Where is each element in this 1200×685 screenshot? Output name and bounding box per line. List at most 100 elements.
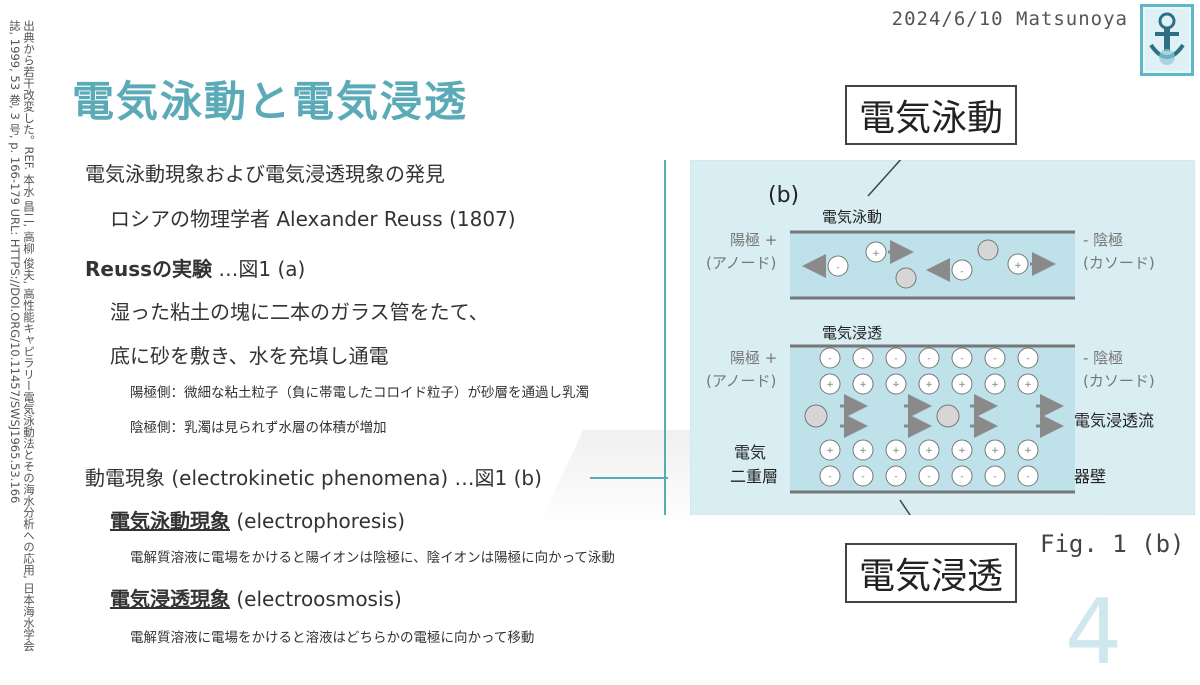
ion-circle <box>885 347 907 369</box>
minus-sign: - <box>993 354 996 364</box>
plus-sign: + <box>958 380 966 390</box>
date-author: 2024/6/10 Matsunoya <box>891 8 1128 30</box>
minus-sign: - <box>1026 472 1029 482</box>
plus-sign: + <box>859 380 867 390</box>
eo-particles: -------++++++++++++++------- <box>804 347 1064 487</box>
text-line-8: 動電現象 (electrokinetic phenomena) …図1 (b) <box>85 466 542 490</box>
plus-sign: + <box>1024 380 1032 390</box>
ion-circle <box>951 373 973 395</box>
double-layer-label-2: 二重層 <box>730 467 778 486</box>
figure-caption: Fig. 1 (b) <box>1040 530 1185 558</box>
plus-sign: + <box>991 380 999 390</box>
cathode-label-2: - 陰極 <box>1083 349 1123 367</box>
ion-circle <box>885 439 907 461</box>
label-b: (b) <box>768 183 799 208</box>
ep-particles: - + - + <box>802 239 1056 289</box>
ion-circle <box>1017 439 1039 461</box>
callout-electroosmosis: 電気浸透 <box>845 543 1018 603</box>
source-citation: 出典から若干改変した。REF. 本水 昌二, 高柳 俊夫, 高性能キャピラリー電… <box>8 20 36 652</box>
plus-sign: + <box>991 446 999 456</box>
plus-sign: + <box>826 380 834 390</box>
ion-circle <box>918 347 940 369</box>
callout-pointer-top <box>867 160 902 197</box>
ion-circle <box>918 465 940 487</box>
double-layer-label-1: 電気 <box>734 443 766 462</box>
plus-sign: + <box>958 446 966 456</box>
ion-circle <box>951 439 973 461</box>
plus-sign: + <box>872 249 880 259</box>
ion-circle <box>819 439 841 461</box>
page-number: 4 <box>1065 580 1123 685</box>
text-line-9: 電気泳動現象 (electrophoresis) <box>110 505 405 534</box>
text-line-12: 電解質溶液に電場をかけると溶液はどちらかの電極に向かって移動 <box>130 630 535 646</box>
text-line-7: 陰極側：乳濁は見られず水層の体積が増加 <box>130 420 387 436</box>
minus-sign: - <box>828 472 831 482</box>
electroosmosis-en: (electroosmosis) <box>230 587 402 611</box>
minus-sign: - <box>960 472 963 482</box>
minus-sign: - <box>960 267 963 277</box>
anode-label-1: 陽極 + <box>730 231 777 249</box>
ion-circle <box>885 373 907 395</box>
callout-electrophoresis: 電気泳動 <box>845 85 1018 145</box>
page-title: 電気泳動と電気浸透 <box>72 77 469 126</box>
plus-sign: + <box>859 446 867 456</box>
anode-label-2: 陽極 + <box>730 349 777 367</box>
ion-circle <box>984 465 1006 487</box>
minus-sign: - <box>894 354 897 364</box>
plus-sign: + <box>826 446 834 456</box>
plus-sign: + <box>925 446 933 456</box>
text-line-5: 底に砂を敷き、水を充填し通電 <box>110 344 389 368</box>
ion-circle <box>1017 347 1039 369</box>
anode-kana-2: (アノード) <box>706 372 776 390</box>
ion-circle <box>1017 465 1039 487</box>
neutral-particle <box>936 404 960 428</box>
ion-circle <box>984 347 1006 369</box>
ion-circle <box>852 465 874 487</box>
cathode-kana-2: (カソード) <box>1083 372 1155 390</box>
text-line-2: ロシアの物理学者 Alexander Reuss (1807) <box>110 207 516 231</box>
ion-circle <box>819 347 841 369</box>
text-line-10: 電解質溶液に電場をかけると陽イオンは陰極に、陰イオンは陽極に向かって泳動 <box>130 550 615 566</box>
ion-circle <box>1017 373 1039 395</box>
ion-circle <box>819 465 841 487</box>
text-line-3: Reussの実験 …図1 (a) <box>85 253 305 282</box>
ion-circle <box>852 347 874 369</box>
ion-circle <box>918 439 940 461</box>
ion-circle <box>951 347 973 369</box>
minus-sign: - <box>836 263 839 273</box>
electrokinetic-diagram: (b) 電気泳動 陽極 + (アノード) - 陰極 (カソード) - + - +… <box>690 160 1195 515</box>
eo-flow-label: 電気浸透流 <box>1074 411 1154 430</box>
text-line-1: 電気泳動現象および電気浸透現象の発見 <box>85 162 445 186</box>
electroosmosis-label: 電気浸透現象 <box>110 587 230 611</box>
electrophoresis-en: (electrophoresis) <box>230 509 406 533</box>
ion-circle <box>885 465 907 487</box>
minus-sign: - <box>927 354 930 364</box>
minus-sign: - <box>927 472 930 482</box>
reuss-experiment-label: Reussの実験 <box>85 257 213 281</box>
minus-sign: - <box>861 354 864 364</box>
cathode-label-1: - 陰極 <box>1083 231 1123 249</box>
electrophoresis-label: 電気泳動現象 <box>110 509 230 533</box>
text-line-11: 電気浸透現象 (electroosmosis) <box>110 583 402 612</box>
ion-circle <box>984 439 1006 461</box>
eo-title: 電気浸透 <box>822 324 882 342</box>
text-line-4: 湿った粘土の塊に二本のガラス管をたて、 <box>110 300 489 324</box>
logo-icon <box>1140 4 1194 76</box>
cathode-kana-1: (カソード) <box>1083 254 1155 272</box>
text-line-6: 陽極側：微細な粘土粒子（負に帯電したコロイド粒子）が砂層を通過し乳濁 <box>130 385 589 401</box>
figure-ref-a: …図1 (a) <box>212 257 306 281</box>
minus-sign: - <box>894 472 897 482</box>
wall-label: 器壁 <box>1074 467 1106 486</box>
plus-sign: + <box>1014 261 1022 271</box>
connector-line <box>590 477 668 479</box>
ion-circle <box>951 465 973 487</box>
plus-sign: + <box>892 380 900 390</box>
callout-pointer-bottom <box>899 499 911 515</box>
minus-sign: - <box>1026 354 1029 364</box>
plus-sign: + <box>1024 446 1032 456</box>
plus-sign: + <box>892 446 900 456</box>
plus-sign: + <box>925 380 933 390</box>
neutral-particle <box>804 404 828 428</box>
ion-circle <box>852 439 874 461</box>
anode-kana-1: (アノード) <box>706 254 776 272</box>
